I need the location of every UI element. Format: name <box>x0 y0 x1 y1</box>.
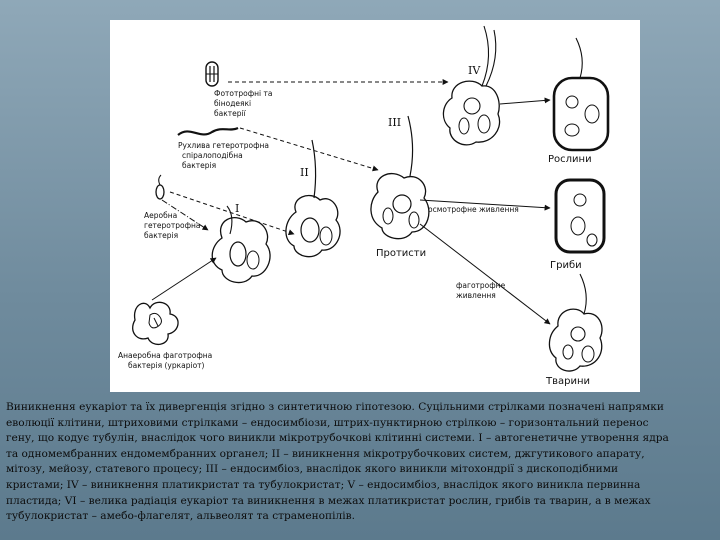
diagram-canvas: Фототрофні та бінодеякі бактерії Рухлива… <box>110 20 640 392</box>
aerobic-bacterium-icon <box>156 175 164 199</box>
eukaryote-stage-II-cell-icon <box>286 140 340 257</box>
stage-I-numeral: I <box>235 202 239 215</box>
caption-line: тубулокристат – амебо-флагелят, альвеоля… <box>6 509 716 525</box>
label-osmotrophic: осмотрофне живлення <box>428 205 519 214</box>
label-photo-bacteria-1: Фототрофні та <box>214 89 272 98</box>
label-aerobic-1: Аеробна <box>144 211 177 220</box>
caption-line: та одномембранних ендомембранних органел… <box>6 447 716 463</box>
anaerobic-host-cell-icon <box>133 302 178 344</box>
caption-line: еволюції клітини, штриховими стрілками –… <box>6 416 716 432</box>
label-mobile-bacteria-2: спіралоподібна <box>182 151 243 160</box>
spiral-bacterium-icon <box>178 128 238 135</box>
stage-II-numeral: II <box>300 166 309 179</box>
eukaryote-stage-I-cell-icon <box>212 206 270 283</box>
label-phagotrophic-2: живлення <box>456 291 496 300</box>
label-mobile-bacteria-1: Рухлива гетеротрофна <box>178 141 269 150</box>
label-anaerobic-2: бактерія (уркаріот) <box>128 361 205 370</box>
label-plants: Рослини <box>548 154 592 165</box>
label-aerobic-2: гетеротрофна <box>144 221 201 230</box>
plant-line-flagellate-icon <box>443 26 499 145</box>
label-photo-bacteria-2: бінодеякі <box>214 99 251 108</box>
label-photo-bacteria-3: бактерії <box>214 109 247 118</box>
label-animals: Тварини <box>545 376 590 387</box>
caption-line: пластида; VI – велика радіація еукаріот … <box>6 494 716 510</box>
fungal-cell-icon <box>556 180 604 252</box>
stage-III-numeral: III <box>388 116 401 129</box>
protist-cell-icon <box>371 116 429 239</box>
label-protists: Протисти <box>376 248 426 259</box>
caption-line: гену, що кодує тубулін, внаслідок чого в… <box>6 431 716 447</box>
stage-IV-numeral: IV <box>468 64 481 77</box>
label-anaerobic-1: Анаеробна фаготрофна <box>118 351 212 360</box>
caption-line: мітозу, мейозу, статевого процесу; ІІІ –… <box>6 462 716 478</box>
animal-cell-icon <box>549 274 602 371</box>
figure-caption: Виникнення еукаріот та їх дивергенція зг… <box>6 400 716 525</box>
photosynthetic-bacteria-icon <box>206 62 218 86</box>
evolution-diagram: Фототрофні та бінодеякі бактерії Рухлива… <box>110 20 640 392</box>
label-fungi: Гриби <box>550 260 582 271</box>
caption-line: кристами; IV – виникнення платикристат т… <box>6 478 716 494</box>
caption-line: Виникнення еукаріот та їх дивергенція зг… <box>6 400 716 416</box>
label-aerobic-3: бактерія <box>144 231 178 240</box>
label-phagotrophic-1: фаготрофне <box>456 281 506 290</box>
label-mobile-bacteria-3: бактерія <box>182 161 216 170</box>
plant-cell-icon <box>554 38 608 150</box>
